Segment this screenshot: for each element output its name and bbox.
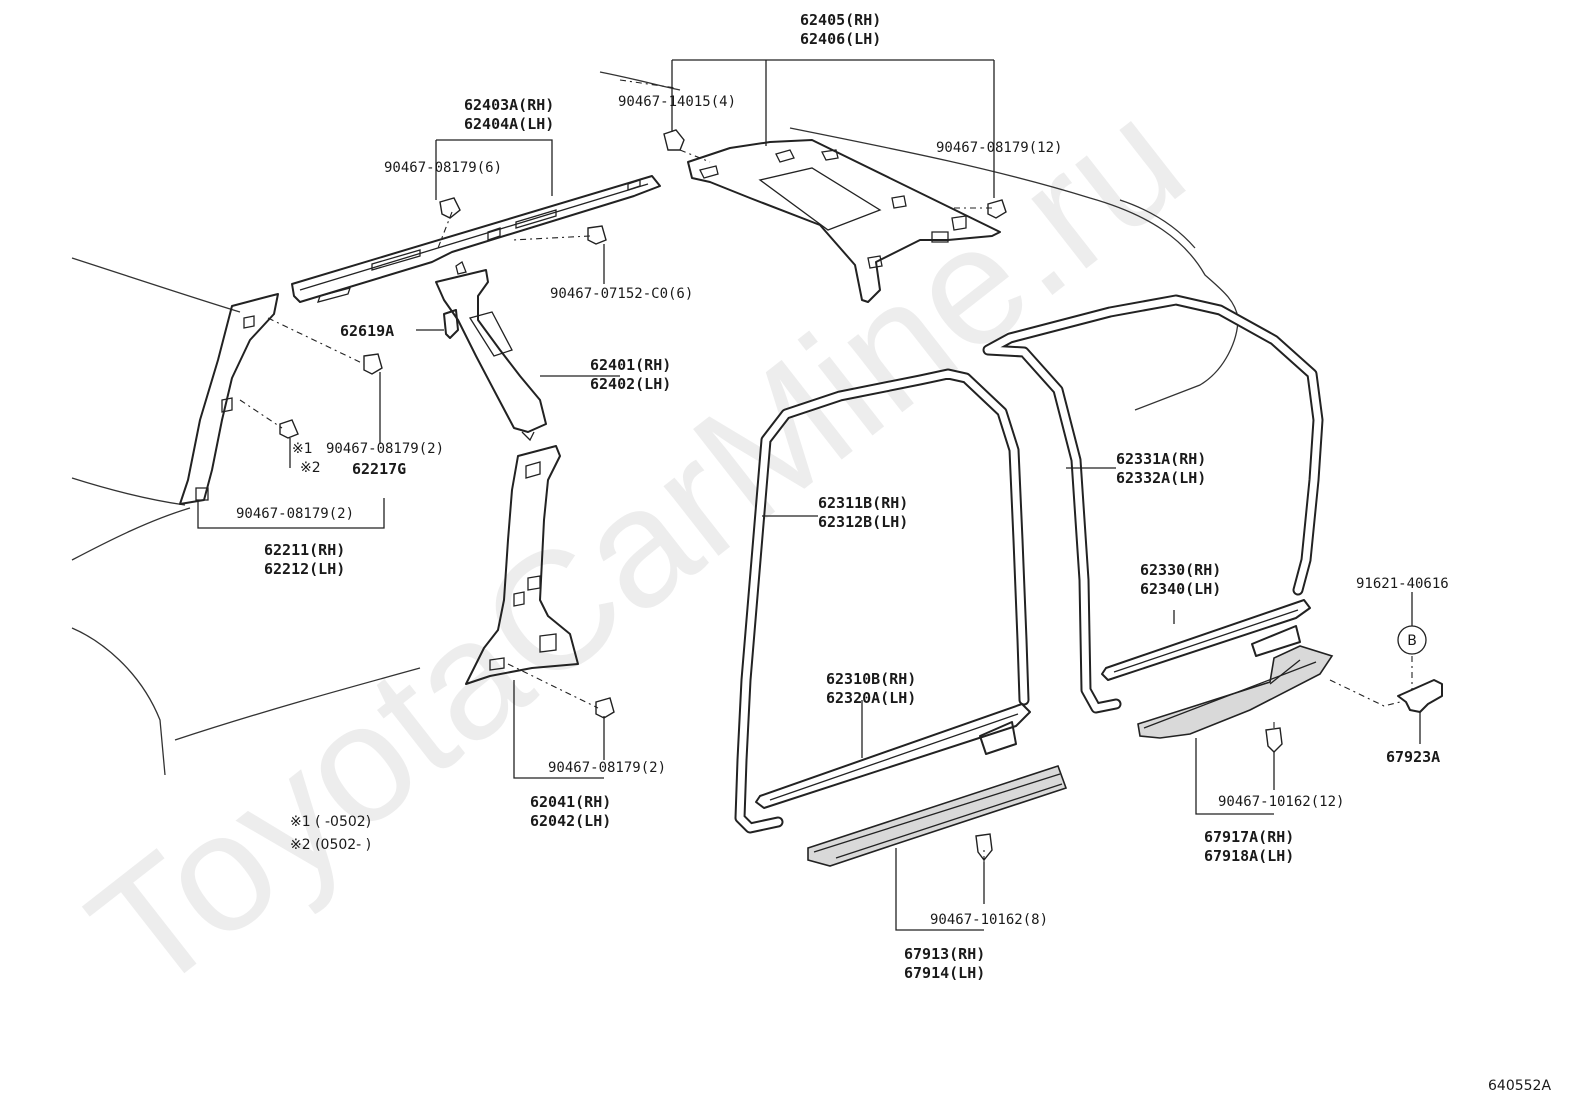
label-mark2: ※2 xyxy=(300,460,321,476)
label-62402: 62402(LH) xyxy=(590,375,671,393)
label-62404a: 62404A(LH) xyxy=(464,115,554,133)
rear-door-weatherstrip xyxy=(982,294,1324,714)
fasteners xyxy=(279,129,1283,862)
watermark: ToyotaCarMine.ru xyxy=(56,64,1217,1028)
label-62405: 62405(RH) xyxy=(800,11,881,29)
leader-lines xyxy=(197,59,1421,931)
label-67917a: 67917A(RH) xyxy=(1204,828,1294,846)
label-62212: 62212(LH) xyxy=(264,560,345,578)
label-90467-08179-12: 90467-08179(12) xyxy=(936,140,1062,156)
label-62320a: 62320A(LH) xyxy=(826,689,916,707)
label-62217g: 62217G xyxy=(352,460,406,478)
label-62619a: 62619A xyxy=(340,322,394,340)
label-62340: 62340(LH) xyxy=(1140,580,1221,598)
bracket-67923a xyxy=(1397,679,1443,713)
clip-icon xyxy=(1265,727,1283,753)
clip-62619a xyxy=(443,309,459,339)
figure-code: 640552A xyxy=(1488,1078,1551,1094)
front-scuff-plate xyxy=(807,764,1068,867)
label-62312b: 62312B(LH) xyxy=(818,513,908,531)
clip-icon xyxy=(975,833,993,862)
label-90467-08179-2a: 90467-08179(2) xyxy=(326,441,444,457)
label-90467-10162-8: 90467-10162(8) xyxy=(930,912,1048,928)
clip-icon xyxy=(439,197,461,219)
label-90467-08179-2b: 90467-08179(2) xyxy=(236,506,354,522)
label-62406: 62406(LH) xyxy=(800,30,881,48)
label-67923a: 67923A xyxy=(1386,748,1440,766)
callout-b: B xyxy=(1397,625,1427,655)
label-90467-08179-2c: 90467-08179(2) xyxy=(548,760,666,776)
label-90467-14015: 90467-14015(4) xyxy=(618,94,736,110)
label-90467-10162-12: 90467-10162(12) xyxy=(1218,794,1344,810)
rear-scuff-plate xyxy=(1137,645,1334,739)
vehicle-body-outline xyxy=(71,71,1239,776)
center-pillar-lower-garnish xyxy=(465,445,579,685)
fastening-lines xyxy=(239,79,1413,862)
callout-b-label: B xyxy=(1407,633,1417,649)
roof-side-rail-garnish xyxy=(291,175,661,303)
label-62401: 62401(RH) xyxy=(590,356,671,374)
label-62211: 62211(RH) xyxy=(264,541,345,559)
label-62041: 62041(RH) xyxy=(530,793,611,811)
label-62311b: 62311B(RH) xyxy=(818,494,908,512)
label-62330: 62330(RH) xyxy=(1140,561,1221,579)
label-62042: 62042(LH) xyxy=(530,812,611,830)
front-pillar-garnish xyxy=(179,293,279,505)
roof-side-inner-garnish xyxy=(687,139,1001,303)
clip-icon xyxy=(279,419,299,439)
label-91621-40616: 91621-40616 xyxy=(1356,576,1449,592)
label-67913: 67913(RH) xyxy=(904,945,985,963)
label-62403a: 62403A(RH) xyxy=(464,96,554,114)
rear-door-opening-trim xyxy=(1101,599,1311,681)
front-door-opening-trim xyxy=(755,703,1031,809)
front-door-weatherstrip xyxy=(734,368,1030,834)
clip-icon xyxy=(663,129,685,151)
label-mark1: ※1 xyxy=(292,441,313,457)
clip-icon xyxy=(595,697,615,719)
part-labels: 62405(RH) 62406(LH) 90467-14015(4) 90467… xyxy=(236,11,1551,1094)
clip-icon xyxy=(587,225,607,245)
label-62331a: 62331A(RH) xyxy=(1116,450,1206,468)
label-62310b: 62310B(RH) xyxy=(826,670,916,688)
label-67914: 67914(LH) xyxy=(904,964,985,982)
label-90467-07152: 90467-07152-C0(6) xyxy=(550,286,693,302)
label-67918a: 67918A(LH) xyxy=(1204,847,1294,865)
clip-icon xyxy=(987,199,1007,219)
label-62332a: 62332A(LH) xyxy=(1116,469,1206,487)
label-90467-08179-6: 90467-08179(6) xyxy=(384,160,502,176)
note-1: ※1 ( -0502) xyxy=(290,814,371,830)
note-2: ※2 (0502- ) xyxy=(290,837,371,853)
clip-icon xyxy=(363,353,383,375)
center-pillar-upper-garnish xyxy=(435,261,547,442)
